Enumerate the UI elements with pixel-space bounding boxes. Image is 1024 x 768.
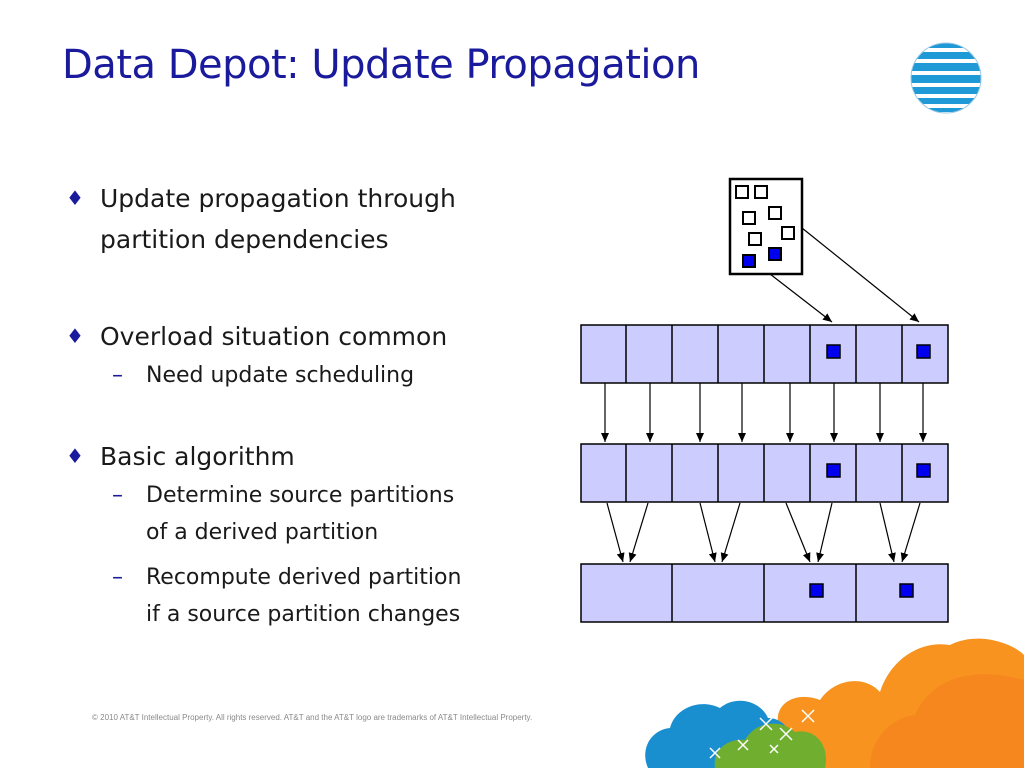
dash-bullet-icon: – [112, 565, 123, 590]
sub-bullet-text: if a source partition changes [146, 602, 461, 627]
dash-bullet-icon: – [112, 363, 123, 388]
sub-bullet-determine: – Determine source partitions of a deriv… [66, 477, 536, 551]
diamond-bullet-icon: ♦ [66, 324, 84, 348]
bullet-text: Basic algorithm [100, 442, 295, 471]
bullet-text: partition dependencies [100, 225, 389, 254]
decorative-cloud-graphic [645, 638, 1024, 768]
bullet-text: Overload situation common [100, 322, 448, 351]
sub-bullet-text: Recompute derived partition [146, 565, 462, 590]
partition-diagram [580, 177, 949, 623]
bullet-basic-algorithm: ♦ Basic algorithm [66, 436, 536, 477]
intermediate-partition-row [580, 443, 949, 503]
copyright-footer: © 2010 AT&T Intellectual Property. All r… [92, 713, 533, 722]
bullet-overload: ♦ Overload situation common [66, 316, 536, 357]
att-globe-logo [910, 42, 982, 114]
bullet-text: Update propagation through [100, 184, 456, 213]
diamond-bullet-icon: ♦ [66, 186, 84, 210]
bullet-list: ♦ Update propagation through partition d… [66, 178, 536, 633]
bullet-update-propagation: ♦ Update propagation through partition d… [66, 178, 536, 260]
sub-bullet-text: Determine source partitions [146, 483, 455, 508]
slide-title: Data Depot: Update Propagation [62, 42, 700, 88]
sub-bullet-scheduling: – Need update scheduling [66, 357, 536, 394]
sub-bullet-recompute: – Recompute derived partition if a sourc… [66, 559, 536, 633]
derived-partition-row [580, 563, 949, 623]
dash-bullet-icon: – [112, 483, 123, 508]
source-partition-row [580, 324, 949, 384]
diamond-bullet-icon: ♦ [66, 444, 84, 468]
sub-bullet-text: Need update scheduling [146, 363, 415, 388]
sub-bullet-text: of a derived partition [146, 520, 379, 545]
update-batch-box [728, 177, 804, 276]
